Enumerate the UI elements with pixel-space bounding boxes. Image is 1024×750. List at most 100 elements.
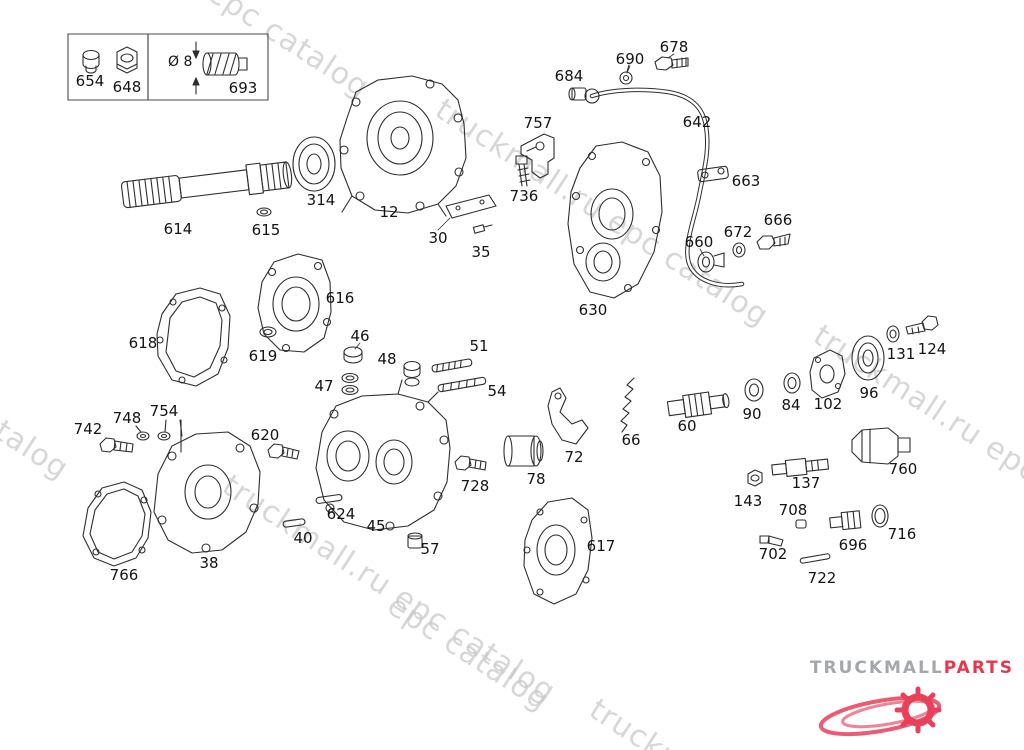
part-label-648: 648 [112, 78, 142, 96]
part-shape-60 [666, 391, 730, 418]
part-shape-51 [431, 358, 473, 373]
part-label-619: 619 [248, 347, 278, 365]
part-shape-748 [135, 425, 150, 441]
part-shape-654 [82, 49, 100, 74]
part-label-693: 693 [228, 79, 258, 97]
part-shape-96 [851, 335, 885, 381]
part-shape-57 [407, 532, 423, 549]
part-label-131: 131 [886, 345, 916, 363]
part-label-708: 708 [778, 501, 808, 519]
part-shape-754 [157, 419, 182, 453]
brand-logo: TRUCKMALLPARTS [810, 658, 1014, 746]
inset-boxes [67, 33, 269, 101]
part-label-766: 766 [109, 566, 139, 584]
part-label-54: 54 [487, 382, 507, 400]
part-label-35: 35 [471, 243, 491, 261]
part-shape-736 [515, 155, 531, 187]
dimension-label: Ø 8 [168, 54, 193, 70]
part-shape-666 [756, 233, 791, 250]
part-label-45: 45 [366, 517, 386, 535]
part-label-620: 620 [250, 426, 280, 444]
part-shape-702 [759, 535, 784, 547]
part-label-46: 46 [350, 327, 370, 345]
part-label-12: 12 [379, 203, 399, 221]
part-shape-660 [697, 251, 725, 273]
part-label-617: 617 [586, 537, 616, 555]
dimension-arrows [192, 41, 200, 95]
part-shape-72 [547, 387, 589, 445]
part-label-760: 760 [888, 460, 918, 478]
part-shape-78 [503, 435, 544, 467]
part-shape-619 [259, 326, 277, 338]
part-shape-124 [905, 315, 939, 335]
part-shape-12 [339, 75, 467, 217]
part-shape-648 [116, 46, 138, 74]
part-shape-618 [156, 287, 231, 387]
part-label-672: 672 [723, 223, 753, 241]
part-shape-46 [343, 346, 363, 364]
part-shape-684 [568, 87, 587, 101]
part-label-314: 314 [306, 191, 336, 209]
part-shape-708 [795, 519, 807, 529]
part-label-143: 143 [733, 492, 763, 510]
leader-lines [354, 53, 705, 350]
part-shape-102 [809, 349, 846, 399]
part-label-742: 742 [73, 420, 103, 438]
part-shape-143 [747, 469, 763, 487]
part-shape-48 [403, 360, 421, 387]
part-shape-693 [202, 52, 248, 76]
part-label-663: 663 [731, 172, 761, 190]
part-shape-47 [341, 372, 359, 396]
part-label-722: 722 [807, 569, 837, 587]
part-shape-314 [292, 136, 336, 192]
part-label-728: 728 [460, 477, 490, 495]
part-shape-766 [82, 481, 152, 567]
part-label-757: 757 [523, 114, 553, 132]
part-shape-40 [282, 518, 306, 528]
part-label-754: 754 [149, 402, 179, 420]
part-label-102: 102 [813, 395, 843, 413]
brand-name-red: PARTS [943, 658, 1014, 678]
part-label-615: 615 [251, 221, 281, 239]
part-shape-722 [799, 553, 831, 564]
part-shape-45 [315, 379, 451, 531]
part-shape-66 [620, 377, 635, 433]
part-label-48: 48 [377, 350, 397, 368]
part-label-57: 57 [420, 540, 440, 558]
part-label-702: 702 [758, 545, 788, 563]
brand-wordmark: TRUCKMALLPARTS [810, 658, 1014, 678]
part-shape-742 [99, 437, 134, 453]
part-shape-90 [744, 378, 764, 402]
part-label-47: 47 [314, 377, 334, 395]
part-label-96: 96 [859, 384, 879, 402]
part-shape-38 [153, 419, 261, 554]
gear-swoosh-icon [818, 686, 942, 737]
part-label-690: 690 [615, 50, 645, 68]
part-label-78: 78 [526, 470, 546, 488]
part-label-30: 30 [428, 229, 448, 247]
part-shape-615 [256, 207, 272, 217]
part-shape-672 [732, 242, 746, 258]
part-shape-30 [445, 194, 497, 219]
part-label-72: 72 [564, 448, 584, 466]
part-shape-614 [120, 161, 293, 209]
part-shape-35 [472, 224, 493, 234]
part-label-678: 678 [659, 38, 689, 56]
part-label-630: 630 [578, 301, 608, 319]
brand-name-gray: TRUCKMALL [809, 658, 944, 678]
part-label-642: 642 [682, 113, 712, 131]
part-shape-84 [783, 372, 801, 394]
part-label-618: 618 [128, 334, 158, 352]
part-label-137: 137 [791, 474, 821, 492]
part-shape-137 [771, 457, 830, 477]
part-shape-617 [523, 497, 593, 605]
part-shape-624 [315, 494, 343, 504]
part-shape-690 [619, 64, 633, 85]
part-label-51: 51 [469, 337, 489, 355]
part-label-38: 38 [199, 554, 219, 572]
part-label-736: 736 [509, 187, 539, 205]
part-shape-630 [567, 141, 663, 299]
